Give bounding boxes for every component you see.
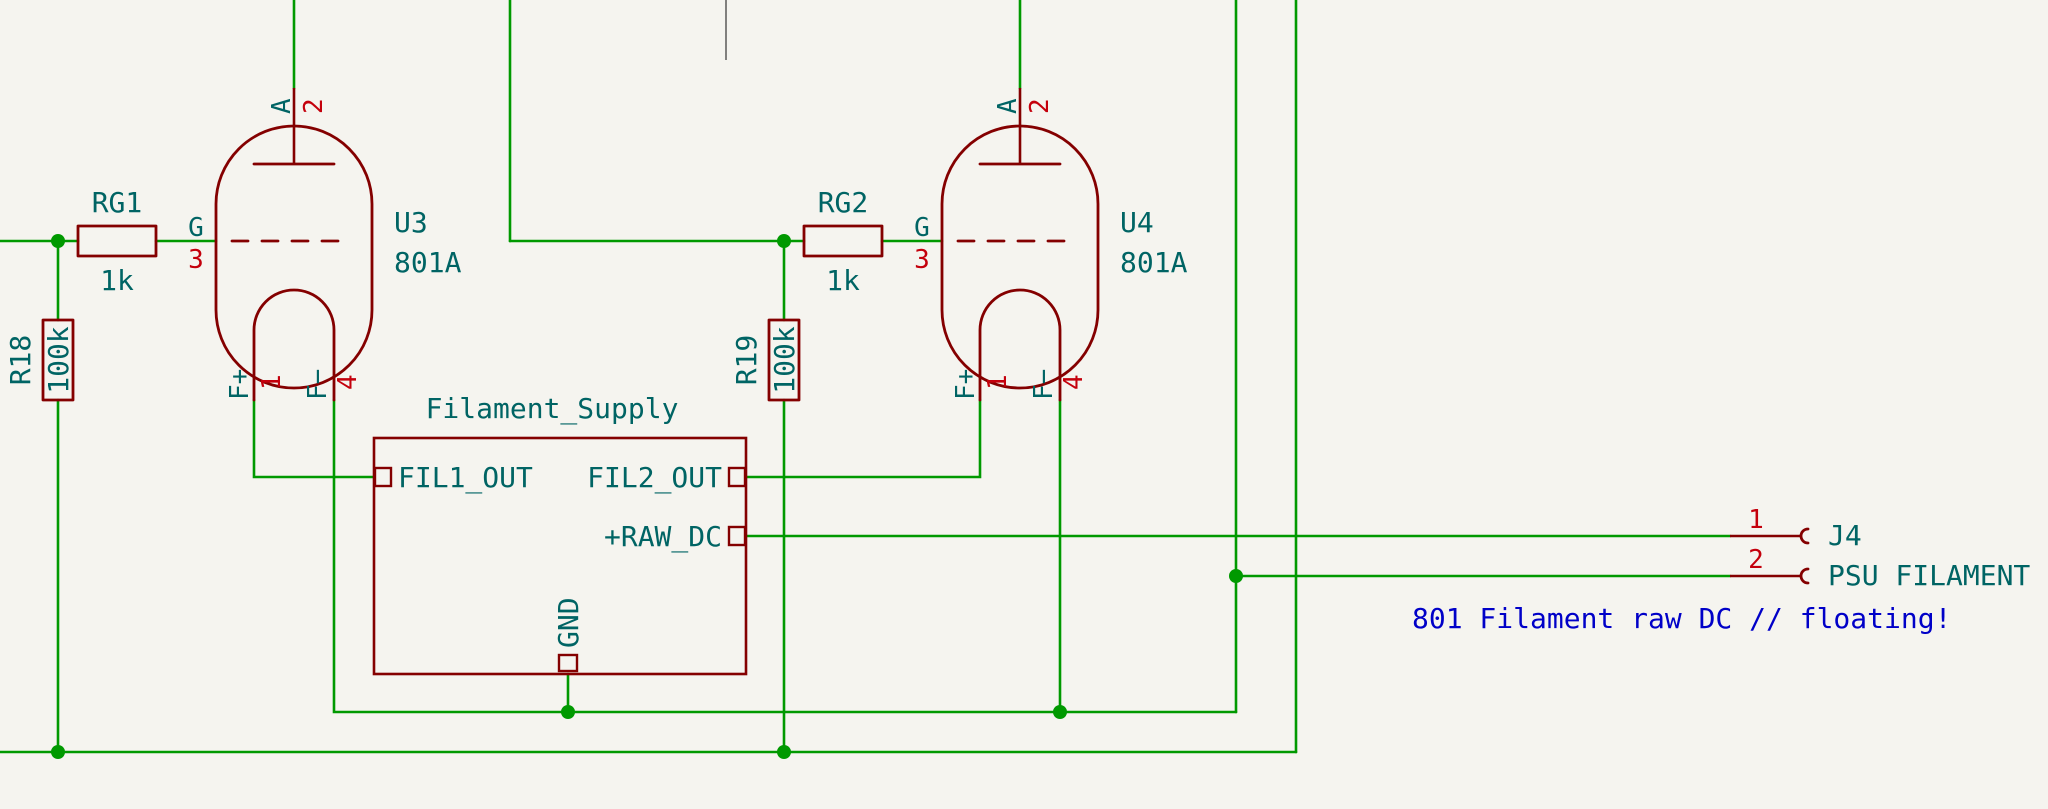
tube-u4-anode-name: A bbox=[993, 98, 1023, 114]
resistor-rg1-value[interactable]: 1k bbox=[100, 264, 134, 297]
sheet-box[interactable] bbox=[372, 436, 748, 676]
resistor-rg2-body bbox=[802, 224, 884, 258]
schematic-note[interactable]: 801 Filament raw DC // floating! bbox=[1412, 602, 1951, 635]
resistor-r18-reference[interactable]: R18 bbox=[4, 335, 37, 386]
wires bbox=[0, 0, 1732, 754]
sheet-pin-raw-dc-port[interactable] bbox=[727, 525, 747, 547]
connector-j4-contact1 bbox=[1799, 527, 1810, 545]
resistor-rg1[interactable]: RG1 1k bbox=[76, 186, 158, 297]
junction-input[interactable] bbox=[51, 234, 65, 248]
tube-u4-reference[interactable]: U4 bbox=[1120, 206, 1154, 239]
tube-u3-fplus-num: 1 bbox=[257, 374, 287, 390]
tube-u3-grid-num: 3 bbox=[188, 245, 204, 275]
tube-u4-grid-num: 3 bbox=[914, 245, 930, 275]
sheet-pin-gnd-port[interactable] bbox=[557, 653, 579, 673]
junction-r18-ground[interactable] bbox=[51, 745, 65, 759]
connector-j4-pin2-num: 2 bbox=[1748, 545, 1764, 575]
tube-u3-fminus-name: F− bbox=[303, 369, 333, 400]
tube-u4-grid-name: G bbox=[914, 213, 930, 243]
connector-j4-contact2 bbox=[1799, 567, 1810, 585]
sheet-pin-raw-dc-label: +RAW_DC bbox=[604, 520, 722, 554]
resistor-r18-body bbox=[41, 318, 75, 402]
resistor-rg2-reference[interactable]: RG2 bbox=[818, 186, 869, 219]
tube-u3-value[interactable]: 801A bbox=[394, 246, 462, 279]
junction-j4-pin2[interactable] bbox=[1229, 569, 1243, 583]
connector-j4[interactable]: 1 2 J4 PSU FILAMENT bbox=[1730, 505, 2030, 592]
sheet-pin-fil2-port[interactable] bbox=[727, 466, 747, 488]
wire-fil1[interactable] bbox=[252, 398, 376, 479]
junctions bbox=[51, 234, 1243, 759]
resistor-rg1-reference[interactable]: RG1 bbox=[92, 186, 143, 219]
tube-u3-reference[interactable]: U3 bbox=[394, 206, 428, 239]
resistor-r19-reference[interactable]: R19 bbox=[730, 335, 763, 386]
resistor-r18-value[interactable]: 100k bbox=[42, 326, 75, 394]
connector-j4-value[interactable]: PSU FILAMENT bbox=[1828, 559, 2030, 592]
resistor-rg2[interactable]: RG2 1k bbox=[802, 186, 884, 297]
tube-u3-anode-name: A bbox=[267, 98, 297, 114]
sheet-pin-gnd-label: GND bbox=[552, 597, 585, 648]
resistor-r19[interactable]: 100k R19 bbox=[730, 318, 801, 402]
junction-r19-ground[interactable] bbox=[777, 745, 791, 759]
sheet-pin-fil1-label: FIL1_OUT bbox=[398, 461, 533, 495]
wire-fil2[interactable] bbox=[744, 398, 982, 479]
resistor-r18[interactable]: 100k R18 bbox=[4, 318, 75, 402]
junction-sheet-gnd[interactable] bbox=[561, 705, 575, 719]
sheet-pin-fil2-label: FIL2_OUT bbox=[587, 461, 722, 495]
sheet-pin-fil1-port[interactable] bbox=[373, 466, 393, 488]
resistor-rg1-body bbox=[76, 224, 158, 258]
tube-u3-fminus-num: 4 bbox=[333, 374, 363, 390]
tube-u3[interactable]: A 2 G 3 F+ 1 F− 4 U3 801A bbox=[188, 88, 462, 402]
tube-u4-value[interactable]: 801A bbox=[1120, 246, 1188, 279]
tube-u3-fplus-name: F+ bbox=[225, 369, 255, 400]
tube-u4-fminus-name: F− bbox=[1029, 369, 1059, 400]
wire-fminus-return[interactable] bbox=[332, 398, 1238, 714]
junction-u4-fminus[interactable] bbox=[1053, 705, 1067, 719]
tube-u3-anode-num: 2 bbox=[299, 98, 329, 114]
tube-u4-fminus-num: 4 bbox=[1059, 374, 1089, 390]
tube-u4-fplus-name: F+ bbox=[951, 369, 981, 400]
sheet-name[interactable]: Filament_Supply bbox=[426, 392, 679, 426]
tube-u3-grid-name: G bbox=[188, 213, 204, 243]
tube-u4-fplus-num: 1 bbox=[983, 374, 1013, 390]
resistor-rg2-value[interactable]: 1k bbox=[826, 264, 860, 297]
resistor-r19-value[interactable]: 100k bbox=[768, 326, 801, 394]
resistor-r19-body bbox=[767, 318, 801, 402]
sheet-filament-supply[interactable]: Filament_Supply FIL1_OUT FIL2_OUT +RAW_D… bbox=[372, 392, 748, 676]
junction-rg2[interactable] bbox=[777, 234, 791, 248]
connector-j4-reference[interactable]: J4 bbox=[1828, 519, 1862, 552]
tube-u3-filament bbox=[252, 288, 336, 402]
connector-j4-pin1-num: 1 bbox=[1748, 505, 1764, 535]
tube-u4[interactable]: A 2 G 3 F+ 1 F− 4 U4 801A bbox=[914, 88, 1188, 402]
tube-u4-anode-num: 2 bbox=[1025, 98, 1055, 114]
tube-u4-filament bbox=[978, 288, 1062, 402]
